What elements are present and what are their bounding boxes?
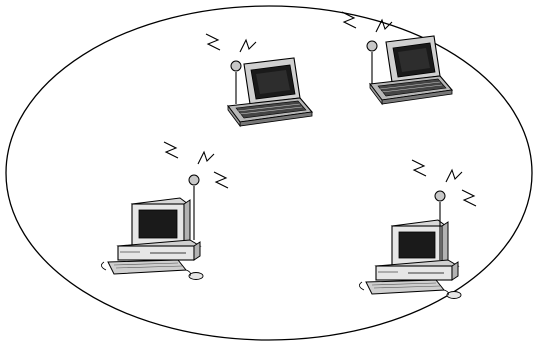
antenna-icon bbox=[367, 41, 377, 84]
laptop-node-2 bbox=[342, 12, 452, 104]
radio-wave-icon bbox=[206, 34, 256, 52]
laptop-node-1 bbox=[206, 34, 312, 126]
radio-wave-icon bbox=[342, 12, 392, 32]
desktop-node-1 bbox=[101, 142, 228, 280]
desktop-node-2 bbox=[359, 160, 476, 299]
desktop-computer-icon bbox=[101, 198, 203, 280]
desktop-computer-icon bbox=[359, 220, 461, 299]
antenna-icon bbox=[231, 61, 241, 104]
